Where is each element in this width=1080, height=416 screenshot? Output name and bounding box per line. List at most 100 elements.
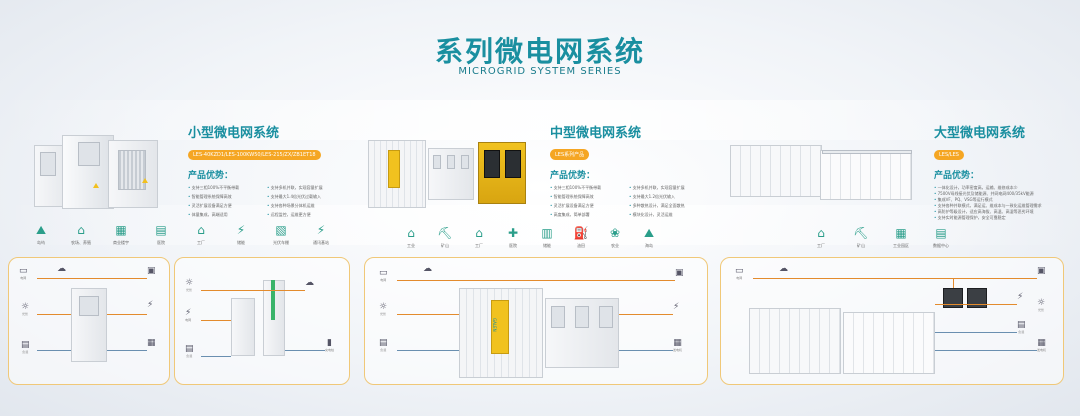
large-product-features: 一体化设计，功率密度高，运输、维修成本少 7500V母线接光伏及储能源、并网电网… <box>934 185 1074 221</box>
application-item: ⛏矿山 <box>853 226 869 248</box>
gridline-icon: ⚡ <box>236 223 246 237</box>
tower-icon: ⚡电网 <box>185 308 192 322</box>
feature-item: 一体化设计，功率密度高，运输、维修成本少 <box>934 185 1074 191</box>
feature-item: 模块化设计，灵活运维 <box>629 212 700 218</box>
feature-item: 支持三相100%不平衡带载 <box>188 185 259 191</box>
application-item: ⌂农场、养殖 <box>71 223 91 245</box>
application-item: ▥储能 <box>534 225 560 249</box>
school-icon: ▤ <box>155 223 167 237</box>
medium-system-diagram: ▭电网 ☁ ▣ ☼光伏 ⚡ ▤负载 ▦发电机 GALEN <box>364 257 708 385</box>
feature-item: 远程监控，运维更方便 <box>267 212 338 218</box>
factory-icon: ⌂ <box>475 226 483 240</box>
island-icon: ⛰ <box>643 225 655 240</box>
application-item: ⌂工厂 <box>466 225 492 249</box>
large-product-tag: LES/LES <box>934 150 964 160</box>
application-item: ▦工业园区 <box>893 226 909 248</box>
medium-product-tag: LES系列产品 <box>550 149 590 160</box>
feature-item: 集成VF、PQ、VSG等运行模式 <box>934 197 1074 203</box>
charger-icon: ▮充电桩 <box>325 338 335 352</box>
solar-icon: ☼光伏 <box>1037 298 1046 312</box>
solar-icon: ☼光伏 <box>379 302 388 316</box>
small-product-advantages-label: 产品优势： <box>188 171 234 181</box>
storage-icon: ▥ <box>541 226 553 240</box>
feature-item: 多种散热设计，满足全面散热 <box>629 203 700 209</box>
generator-icon: ▦发电机 <box>673 338 683 352</box>
feature-item: 高度集成，简单部署 <box>550 212 621 218</box>
solar-icon: ▧ <box>275 223 287 237</box>
feature-item: 灵活扩展设备满足方便 <box>188 203 259 209</box>
equipment-container <box>843 312 935 374</box>
large-product-title: 大型微电网系统 <box>934 126 1026 141</box>
large-system-diagram: ▭电网 ☁ ▣ ⚡ ☼光伏 ▤负载 ▦发电机 <box>720 257 1064 385</box>
factory-icon: ⌂ <box>197 223 205 237</box>
feature-item: 支持实时能源管理保护，安全可靠稳定 <box>934 215 1074 221</box>
cloud-icon: ☁ <box>57 264 66 274</box>
large-product-advantages-label: 产品优势： <box>934 171 980 181</box>
agriculture-icon: ❀ <box>609 226 621 240</box>
application-item: ❀农业 <box>602 225 628 249</box>
small-system-diagram: ▭电网 ☁ ▣ ☼光伏 ⚡ ▤负载 ▦ <box>8 257 170 385</box>
monitor-icon: ▣ <box>1037 266 1046 276</box>
load-icon: ▤负载 <box>1017 320 1026 334</box>
medium-application-icons: ⌂工业 ⛏矿山 ⌂工厂 ✚医院 ▥储能 ⛽油田 ❀农业 ⛰海岛 <box>398 225 670 249</box>
commercial-building-icon: ▦ <box>115 223 127 237</box>
feature-item: 支持多机并联，实现容量扩展 <box>267 185 338 191</box>
small-system-diagram-2: ☼光伏 ⚡电网 ▤负载 ☁ ▮充电桩 <box>174 257 350 385</box>
equipment-container <box>749 308 841 374</box>
bg-streak <box>0 100 1080 140</box>
load-icon: ▤负载 <box>379 338 388 352</box>
application-item: ▧光伏车棚 <box>273 223 289 245</box>
hospital-icon: ✚ <box>507 226 519 240</box>
generator-icon: ▦发电机 <box>1037 338 1047 352</box>
cloud-icon: ☁ <box>305 278 314 288</box>
feature-item: 支持各种场景分体机运维 <box>267 203 338 209</box>
feature-item: 支持最大1.2倍光伏输入 <box>629 194 700 200</box>
feature-item: 智能管理系统保障高效 <box>550 194 621 200</box>
bg-streak <box>0 205 1080 245</box>
oilfield-icon: ⛽ <box>573 226 589 240</box>
application-item: ⚡通讯基站 <box>313 223 329 245</box>
application-item: ⛏矿山 <box>437 226 453 248</box>
medium-product-advantages-label: 产品优势： <box>550 171 596 181</box>
small-product-title: 小型微电网系统 <box>188 126 280 141</box>
feature-item: 支持最大1.4倍光伏过载输入 <box>267 194 338 200</box>
page-subtitle: MICROGRID SYSTEM SERIES <box>458 66 622 77</box>
medium-product-features: 支持三相100%不平衡带载 支持多机并联，实现容量扩展 智能管理系统保障高效 支… <box>550 185 700 218</box>
small-application-icons: ⛰岛屿 ⌂农场、养殖 ▦商业楼宇 ▤医院 ⌂工厂 ⚡储能 ▧光伏车棚 ⚡通讯基站 <box>28 222 348 246</box>
solar-icon: ☼光伏 <box>185 278 194 292</box>
factory-icon: ⌂ <box>817 226 825 240</box>
medium-product-info: 中型微电网系统 LES系列产品 产品优势： 支持三相100%不平衡带载 支持多机… <box>550 122 700 218</box>
feature-item: 支持多机并联，实现容量扩展 <box>629 185 700 191</box>
application-item: ⌂工厂 <box>808 225 834 249</box>
small-product-info: 小型微电网系统 LES-40KZD1/LES-100KW50/LES-215/Z… <box>188 122 338 218</box>
cloud-icon: ☁ <box>423 264 432 274</box>
application-item: ⌂工业 <box>398 225 424 249</box>
feature-item: 高防护等级设计，适应高海拔、高温、高湿等恶劣环境 <box>934 209 1074 215</box>
island-icon: ⛰ <box>35 222 47 237</box>
application-item: ⌂工厂 <box>188 222 214 246</box>
application-item: ⛽油田 <box>573 226 589 248</box>
charging-station-icon: ⚡ <box>316 223 326 237</box>
application-item: ⛰岛屿 <box>28 222 54 246</box>
data-center-icon: ▤ <box>935 226 947 240</box>
grid-node: ▭电网 <box>19 266 28 280</box>
application-item: ⛰海岛 <box>636 225 662 249</box>
cloud-icon: ☁ <box>779 264 788 274</box>
small-product-tag: LES-40KZD1/LES-100KW50/LES-215/ZX/ZB1ET1… <box>188 150 321 160</box>
application-item: ▤医院 <box>148 222 174 246</box>
application-item: ▦商业楼宇 <box>113 223 129 245</box>
tower-icon: ⚡ <box>673 302 680 312</box>
feature-item: 灵活扩展设备满足方便 <box>550 203 621 209</box>
feature-item: 智能管理系统保障高效 <box>188 194 259 200</box>
mine-icon: ⛏ <box>853 226 869 240</box>
large-application-icons: ⌂工厂 ⛏矿山 ▦工业园区 ▤数据中心 <box>808 225 968 249</box>
tower-icon: ⚡ <box>1017 292 1024 302</box>
medium-product-title: 中型微电网系统 <box>550 126 642 141</box>
load-icon: ▤负载 <box>21 340 30 354</box>
farm-icon: ⌂ <box>77 223 85 237</box>
industrial-park-icon: ▦ <box>895 226 907 240</box>
feature-item: 支持三相100%不平衡带载 <box>550 185 621 191</box>
grid-node: ▭电网 <box>379 268 388 282</box>
brand-label: GALEN <box>492 318 497 332</box>
application-item: ✚医院 <box>500 225 526 249</box>
